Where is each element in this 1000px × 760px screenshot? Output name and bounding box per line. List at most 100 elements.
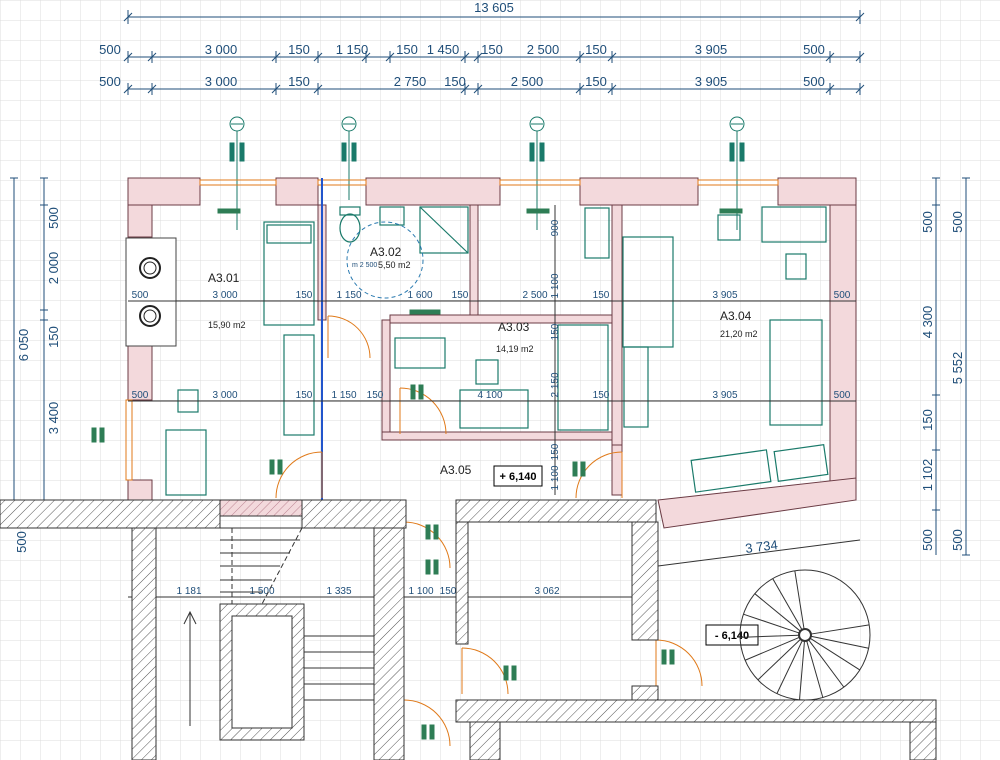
spiral-stair-icon (657, 539, 871, 701)
dimension-label: 3 000 (205, 42, 238, 57)
stair-opening (219, 499, 303, 517)
sofa-b (773, 443, 829, 483)
wall-left-bottom (127, 479, 153, 501)
cabinet-a303 (394, 337, 446, 369)
dimension-label: 3 905 (712, 290, 737, 301)
left-seg-4: 500 (14, 531, 29, 553)
dimension-label: 1 150 (331, 390, 356, 401)
desk-a303 (459, 389, 529, 429)
wall-left-upper (127, 204, 153, 238)
right-dimensions (932, 177, 970, 556)
vdim-2: 150 (550, 323, 561, 340)
level-tag-lower: - 6,140 (705, 624, 759, 646)
spiral-tread (744, 636, 800, 661)
dimension-label: 150 (444, 74, 466, 89)
overall-width-label: 13 605 (474, 0, 514, 15)
dimension-label: 1 181 (176, 586, 201, 597)
wall-top-right (777, 177, 857, 206)
right-seg-4: 500 (920, 529, 935, 551)
chair-a304 (717, 214, 741, 241)
right-seg-1: 4 300 (920, 306, 935, 339)
left-seg-2: 150 (46, 326, 61, 348)
spiral-tread (740, 634, 800, 638)
room-a303-label: A3.03 (498, 320, 530, 334)
dimension-label: 1 150 (336, 42, 369, 57)
dimension-label: 3 062 (534, 586, 559, 597)
wall-partition-f (389, 314, 613, 324)
wall-partition-c (381, 319, 391, 441)
spiral-tread (799, 640, 805, 700)
upper-floor-walls (127, 177, 857, 529)
spiral-tread (810, 624, 870, 635)
bed-a303 (557, 324, 609, 431)
dimension-label: 3 905 (695, 42, 728, 57)
spiral-tread (757, 638, 802, 681)
right-seg-0: 500 (920, 211, 935, 233)
vdim-5: 1 100 (550, 465, 561, 490)
spiral-tread (809, 637, 861, 671)
dimension-label: 1 500 (249, 586, 274, 597)
dimension-label: 150 (585, 74, 607, 89)
wall-partition-b (611, 204, 623, 446)
spiral-tread (754, 593, 801, 632)
desk-a301 (165, 429, 207, 496)
dimension-label: 150 (296, 290, 313, 301)
dimension-label: 1 335 (326, 586, 351, 597)
dimension-label: 150 (296, 390, 313, 401)
chimney (125, 237, 177, 347)
arrow-up-icon (183, 610, 197, 726)
dimension-label: 150 (585, 42, 607, 57)
toilet (339, 213, 361, 243)
dimension-label: 4 100 (477, 390, 502, 401)
left-seg-3: 3 400 (46, 402, 61, 435)
left-seg-0: 500 (46, 207, 61, 229)
dimension-label: 2 500 (527, 42, 560, 57)
straight-stair (220, 527, 374, 701)
sink (379, 206, 405, 226)
room-a302-area: 5,50 m2 (378, 260, 411, 270)
dimension-label: 3 905 (695, 74, 728, 89)
wall-top-mid1 (275, 177, 319, 206)
wardrobe-a301 (283, 334, 315, 436)
room-a304-area: 21,20 m2 (720, 329, 758, 339)
spiral-tread (806, 640, 824, 698)
dimension-label: 500 (99, 42, 121, 57)
dimension-ticks-row2 (123, 83, 865, 95)
dimension-ticks-row1 (123, 51, 865, 63)
left-seg-1: 2 000 (46, 252, 61, 285)
wall-top-mid3 (579, 177, 699, 206)
dimension-label: 1 150 (336, 290, 361, 301)
dimension-label: 150 (367, 390, 384, 401)
top-dimensions (123, 10, 865, 90)
desk-a304 (761, 206, 827, 243)
dimension-label: 2 500 (522, 290, 547, 301)
dimension-label: 3 000 (205, 74, 238, 89)
dimension-label: 500 (834, 390, 851, 401)
dimension-label: 1 600 (407, 290, 432, 301)
turning-circle (346, 221, 424, 299)
dimension-label: 3 000 (212, 390, 237, 401)
bed-a304-right (769, 319, 823, 426)
wall-bottom-sloped (657, 477, 857, 529)
bed-a301 (263, 221, 315, 326)
vdim-1: 1 100 (550, 273, 561, 298)
windows (125, 179, 779, 481)
dimension-label: 2 500 (511, 74, 544, 89)
dimension-label: 150 (440, 586, 457, 597)
room-a305-label: A3.05 (440, 463, 472, 477)
dimension-label: 3 000 (212, 290, 237, 301)
dimension-label: 1 450 (427, 42, 460, 57)
spiral-tread (776, 640, 803, 694)
interior-dim-lines (128, 205, 856, 598)
dimension-label: 500 (132, 390, 149, 401)
left-overall-label: 6 050 (16, 329, 31, 362)
svg-text:- 6,140: - 6,140 (715, 630, 749, 642)
shower (419, 206, 469, 254)
room-a301-label: A3.01 (208, 271, 240, 285)
chair-a304b (785, 253, 807, 280)
wall-partition-d (381, 431, 613, 441)
wall-left-lower (127, 344, 153, 401)
